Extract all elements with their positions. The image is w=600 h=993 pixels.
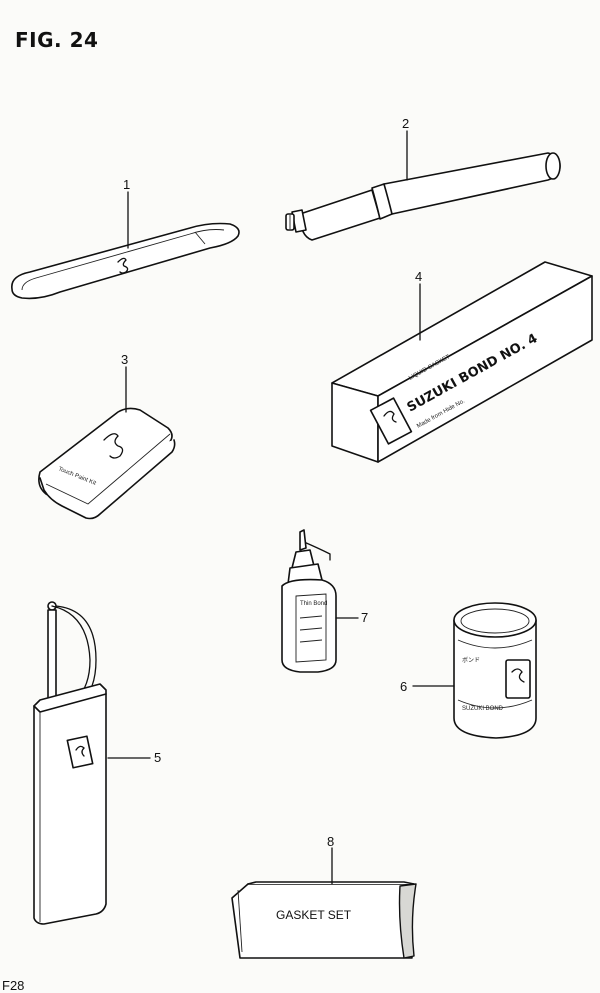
item-8-gasket-set: GASKET SET 8 <box>231 834 417 959</box>
item-3-case: Touch Paint Kit 3 <box>38 352 176 520</box>
item-1-spatula: 1 <box>11 177 240 300</box>
item-4-bond-box: LIQUID GASKET SUZUKI BOND NO. 4 Made fro… <box>331 261 593 463</box>
page-code: F28 <box>2 978 25 993</box>
svg-text:SUZUKI BOND: SUZUKI BOND <box>462 706 504 712</box>
item-7-bottle: Thin Bond 7 <box>281 529 368 673</box>
svg-text:ボンド: ボンド <box>462 656 480 664</box>
part-number-4: 4 <box>415 269 422 284</box>
item-5-oil-can: 5 <box>33 601 161 925</box>
item-2-tube: 2 <box>285 116 561 241</box>
part-number-1: 1 <box>123 177 130 192</box>
part-number-7: 7 <box>361 610 368 625</box>
item-8-gasket-label: GASKET SET <box>276 908 352 922</box>
part-number-6: 6 <box>400 679 407 694</box>
part-number-8: 8 <box>327 834 334 849</box>
figure-title: FIG. 24 <box>15 28 99 52</box>
part-number-2: 2 <box>402 116 409 131</box>
item-7-bottle-label: Thin Bond <box>300 601 327 607</box>
item-6-can: ボンド SUZUKI BOND 6 <box>400 602 537 739</box>
part-number-5: 5 <box>154 750 161 765</box>
part-number-3: 3 <box>121 352 128 367</box>
